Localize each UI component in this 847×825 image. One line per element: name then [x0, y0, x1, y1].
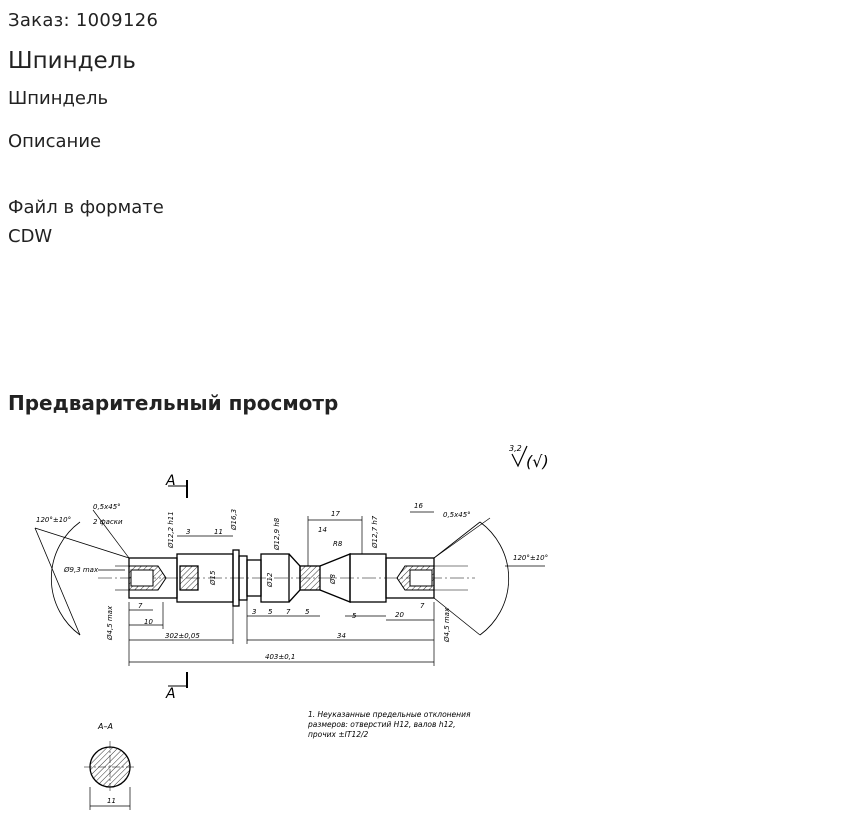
- svg-text:0,5x45°: 0,5x45°: [93, 503, 121, 511]
- section-marker-top: A: [165, 473, 188, 498]
- svg-text:Ø9,3 max: Ø9,3 max: [63, 566, 99, 574]
- dimension-lines: [92, 509, 491, 666]
- dimension-labels: 403±0,1 302±0,05 34 Ø9,3 max 0,5x45° 2 ф…: [63, 502, 471, 661]
- svg-text:A: A: [165, 686, 176, 702]
- page-title: Шпиндель: [8, 48, 136, 74]
- technical-drawing-preview: 3,2 (√) A A: [34, 444, 549, 810]
- svg-text:16: 16: [414, 502, 423, 510]
- svg-text:403±0,1: 403±0,1: [265, 653, 295, 661]
- svg-text:Ø8: Ø8: [329, 573, 337, 585]
- svg-text:5: 5: [268, 608, 273, 616]
- technical-notes: 1. Неуказанные предельные отклонения раз…: [307, 710, 471, 739]
- svg-text:размеров: отверстий H12, валов: размеров: отверстий H12, валов h12,: [307, 720, 456, 729]
- svg-text:3: 3: [186, 528, 190, 536]
- svg-text:Ø12: Ø12: [266, 572, 274, 588]
- svg-text:1. Неуказанные предельные откл: 1. Неуказанные предельные отклонения: [308, 710, 471, 719]
- svg-text:Ø4,5 max: Ø4,5 max: [443, 607, 451, 643]
- svg-text:7: 7: [420, 602, 425, 610]
- svg-text:A: A: [165, 473, 176, 489]
- svg-text:Ø4,5 max: Ø4,5 max: [106, 605, 114, 641]
- svg-text:120°±10°: 120°±10°: [513, 554, 548, 562]
- svg-text:3,2: 3,2: [509, 444, 522, 453]
- roughness-symbol: 3,2 (√): [509, 444, 549, 471]
- svg-text:5: 5: [352, 612, 357, 620]
- svg-text:120°±10°: 120°±10°: [36, 516, 71, 524]
- product-name: Шпиндель: [8, 88, 109, 109]
- svg-text:20: 20: [395, 611, 404, 619]
- svg-text:А–А: А–А: [97, 722, 113, 731]
- svg-text:17: 17: [331, 510, 340, 518]
- svg-text:11: 11: [214, 528, 223, 536]
- file-format-link[interactable]: Файл в формате CDW: [8, 197, 164, 247]
- svg-text:7: 7: [286, 608, 291, 616]
- order-number: Заказ: 1009126: [8, 10, 159, 31]
- svg-text:5: 5: [305, 608, 310, 616]
- angle-dimensions: [34, 521, 545, 636]
- svg-text:10: 10: [144, 618, 153, 626]
- svg-text:11: 11: [107, 797, 116, 805]
- svg-text:14: 14: [318, 526, 327, 534]
- centre-hole-right: [396, 565, 435, 591]
- svg-text:(√): (√): [526, 452, 549, 471]
- svg-text:0,5x45°: 0,5x45°: [443, 511, 471, 519]
- svg-text:Ø12,2 h11: Ø12,2 h11: [167, 511, 175, 549]
- centre-hole-left: [128, 565, 167, 591]
- section-marker-bottom: A: [165, 672, 188, 702]
- svg-text:R8: R8: [333, 540, 343, 548]
- description-label: Описание: [8, 131, 102, 152]
- diameter-labels: Ø12,2 h11 Ø16,3 Ø15 Ø12,9 h8 Ø12 Ø12,7 h…: [106, 509, 451, 643]
- svg-text:Ø16,3: Ø16,3: [230, 509, 238, 531]
- svg-text:прочих ±IT12/2: прочих ±IT12/2: [308, 730, 369, 739]
- section-view: А–А 11: [84, 722, 136, 810]
- svg-text:7: 7: [138, 602, 143, 610]
- svg-text:302±0,05: 302±0,05: [165, 632, 200, 640]
- svg-text:3: 3: [252, 608, 256, 616]
- svg-text:Ø12,9 h8: Ø12,9 h8: [273, 517, 281, 551]
- svg-text:34: 34: [337, 632, 346, 640]
- svg-text:2 фаски: 2 фаски: [93, 518, 123, 526]
- preview-heading: Предварительный просмотр: [8, 391, 339, 415]
- svg-text:Ø12,7 h7: Ø12,7 h7: [371, 515, 379, 549]
- svg-text:Ø15: Ø15: [209, 570, 217, 586]
